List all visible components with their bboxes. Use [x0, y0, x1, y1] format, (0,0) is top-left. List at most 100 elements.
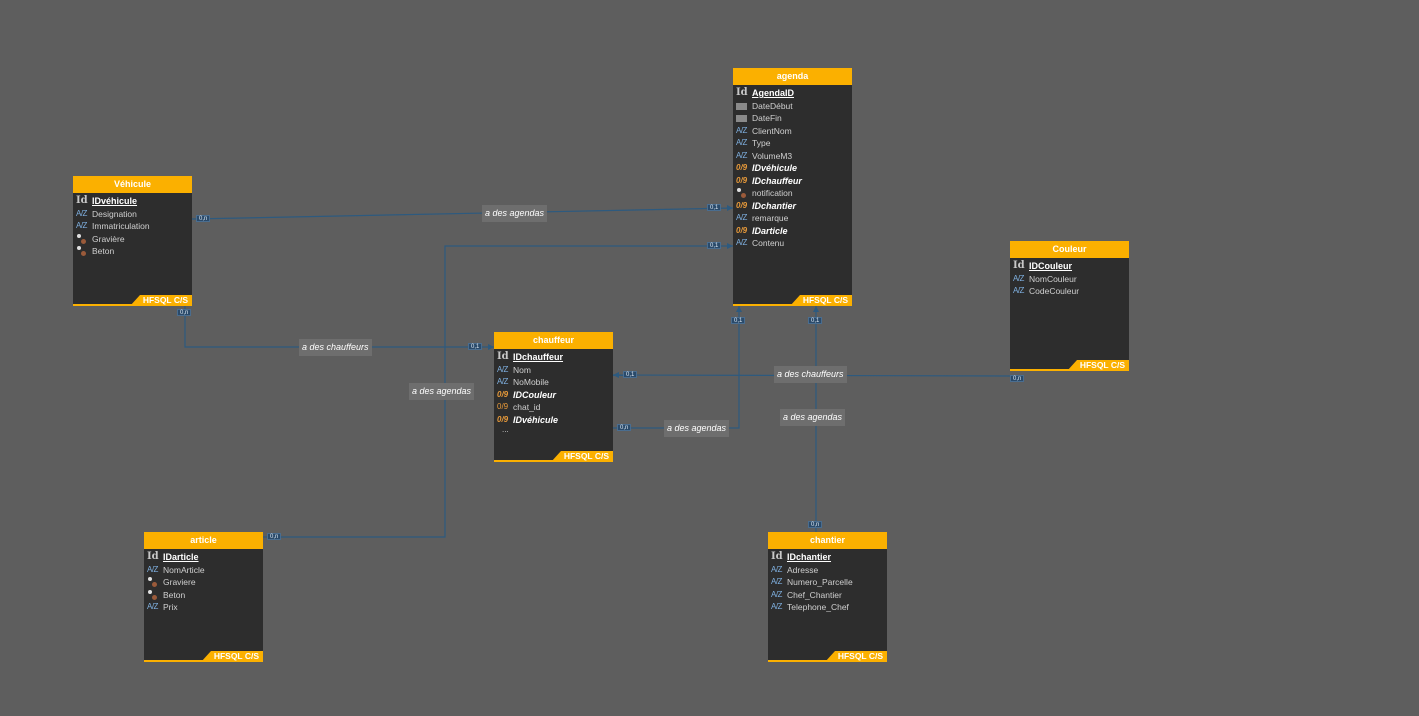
arrow-agenda-chauffeur — [736, 306, 742, 312]
relation-label-chauffeur-agenda[interactable]: a des agendas — [664, 420, 730, 437]
boolean-type-icon — [147, 577, 158, 588]
table-header-vehicule[interactable]: Véhicule — [73, 176, 192, 193]
table-header-agenda[interactable]: agenda — [733, 68, 852, 85]
numeric-type-icon: 0/9 — [497, 389, 509, 399]
table-footer-badge: HFSQL C/S — [825, 651, 887, 662]
field-name: Beton — [92, 246, 115, 256]
relation-label-vehicule-chauffeur[interactable]: a des chauffeurs — [299, 339, 372, 356]
field-row[interactable]: 0/9 IDvéhicule — [494, 414, 613, 427]
field-row[interactable]: DateFin — [733, 112, 852, 125]
field-name: Chef_Chantier — [787, 589, 842, 600]
text-type-icon: A/Z — [76, 221, 87, 230]
arrow-chauffeur-couleur — [613, 372, 619, 378]
field-name: IDchantier — [752, 200, 797, 211]
text-type-icon: A/Z — [736, 150, 747, 160]
cardinality-article-agenda-target: 0,1 — [707, 242, 722, 249]
field-name: IDvéhicule — [513, 414, 559, 425]
relation-label-couleur-chauffeur[interactable]: a des chauffeurs — [774, 366, 847, 383]
numeric-type-icon: 0/9 — [497, 414, 509, 424]
table-footer-badge: HFSQL C/S — [551, 451, 613, 462]
field-row[interactable]: DateDébut — [733, 100, 852, 113]
field-name: AgendaID — [752, 88, 795, 98]
text-type-icon: A/Z — [497, 364, 508, 374]
field-name: NomArticle — [163, 564, 205, 575]
text-type-icon: A/Z — [497, 377, 508, 386]
field-row[interactable]: Graviere — [144, 576, 263, 589]
arrow-chauffeur-vehicule — [488, 344, 494, 350]
field-row[interactable]: Gravière — [73, 233, 192, 246]
cardinality-vehicule-chauffeur-source: 0,n — [177, 309, 192, 316]
field-name: Contenu — [752, 238, 785, 248]
cardinality-vehicule-agenda-target: 0,1 — [707, 204, 722, 211]
field-name: IDCouleur — [1029, 261, 1073, 271]
more-fields-indicator[interactable]: ... — [502, 425, 509, 434]
field-name: notification — [752, 188, 793, 198]
boolean-type-icon — [76, 246, 87, 257]
text-type-icon: A/Z — [1013, 273, 1024, 283]
field-name: chat_id — [513, 402, 541, 412]
field-name: IDvéhicule — [752, 163, 798, 173]
relation-label-vehicule-agenda[interactable]: a des agendas — [482, 205, 548, 222]
field-row[interactable]: notification — [733, 187, 852, 200]
field-row[interactable]: Beton — [73, 245, 192, 258]
field-name: IDarticle — [752, 225, 788, 236]
field-name: Gravière — [92, 233, 125, 244]
field-name: remarque — [752, 213, 789, 223]
field-name: IDCouleur — [513, 389, 557, 400]
field-name: CodeCouleur — [1029, 286, 1080, 296]
arrow-agenda-vehicule — [727, 205, 733, 211]
field-name: DateDébut — [752, 100, 793, 111]
text-type-icon: A/Z — [771, 602, 782, 611]
text-type-icon: A/Z — [736, 138, 747, 147]
table-header-chantier[interactable]: chantier — [768, 532, 887, 549]
text-type-icon: A/Z — [147, 564, 158, 574]
table-header-chauffeur[interactable]: chauffeur — [494, 332, 613, 349]
field-row[interactable]: Beton — [144, 589, 263, 602]
field-row[interactable]: 0/9 IDCouleur — [494, 389, 613, 402]
relation-label-article-agenda[interactable]: a des agendas — [409, 383, 475, 400]
table-header-couleur[interactable]: Couleur — [1010, 241, 1129, 258]
table-header-article[interactable]: article — [144, 532, 263, 549]
relation-label-chantier-agenda[interactable]: a des agendas — [780, 409, 846, 426]
field-row[interactable]: A/Z NomArticle — [144, 564, 263, 577]
cardinality-vehicule-chauffeur-target: 0,1 — [468, 343, 483, 350]
